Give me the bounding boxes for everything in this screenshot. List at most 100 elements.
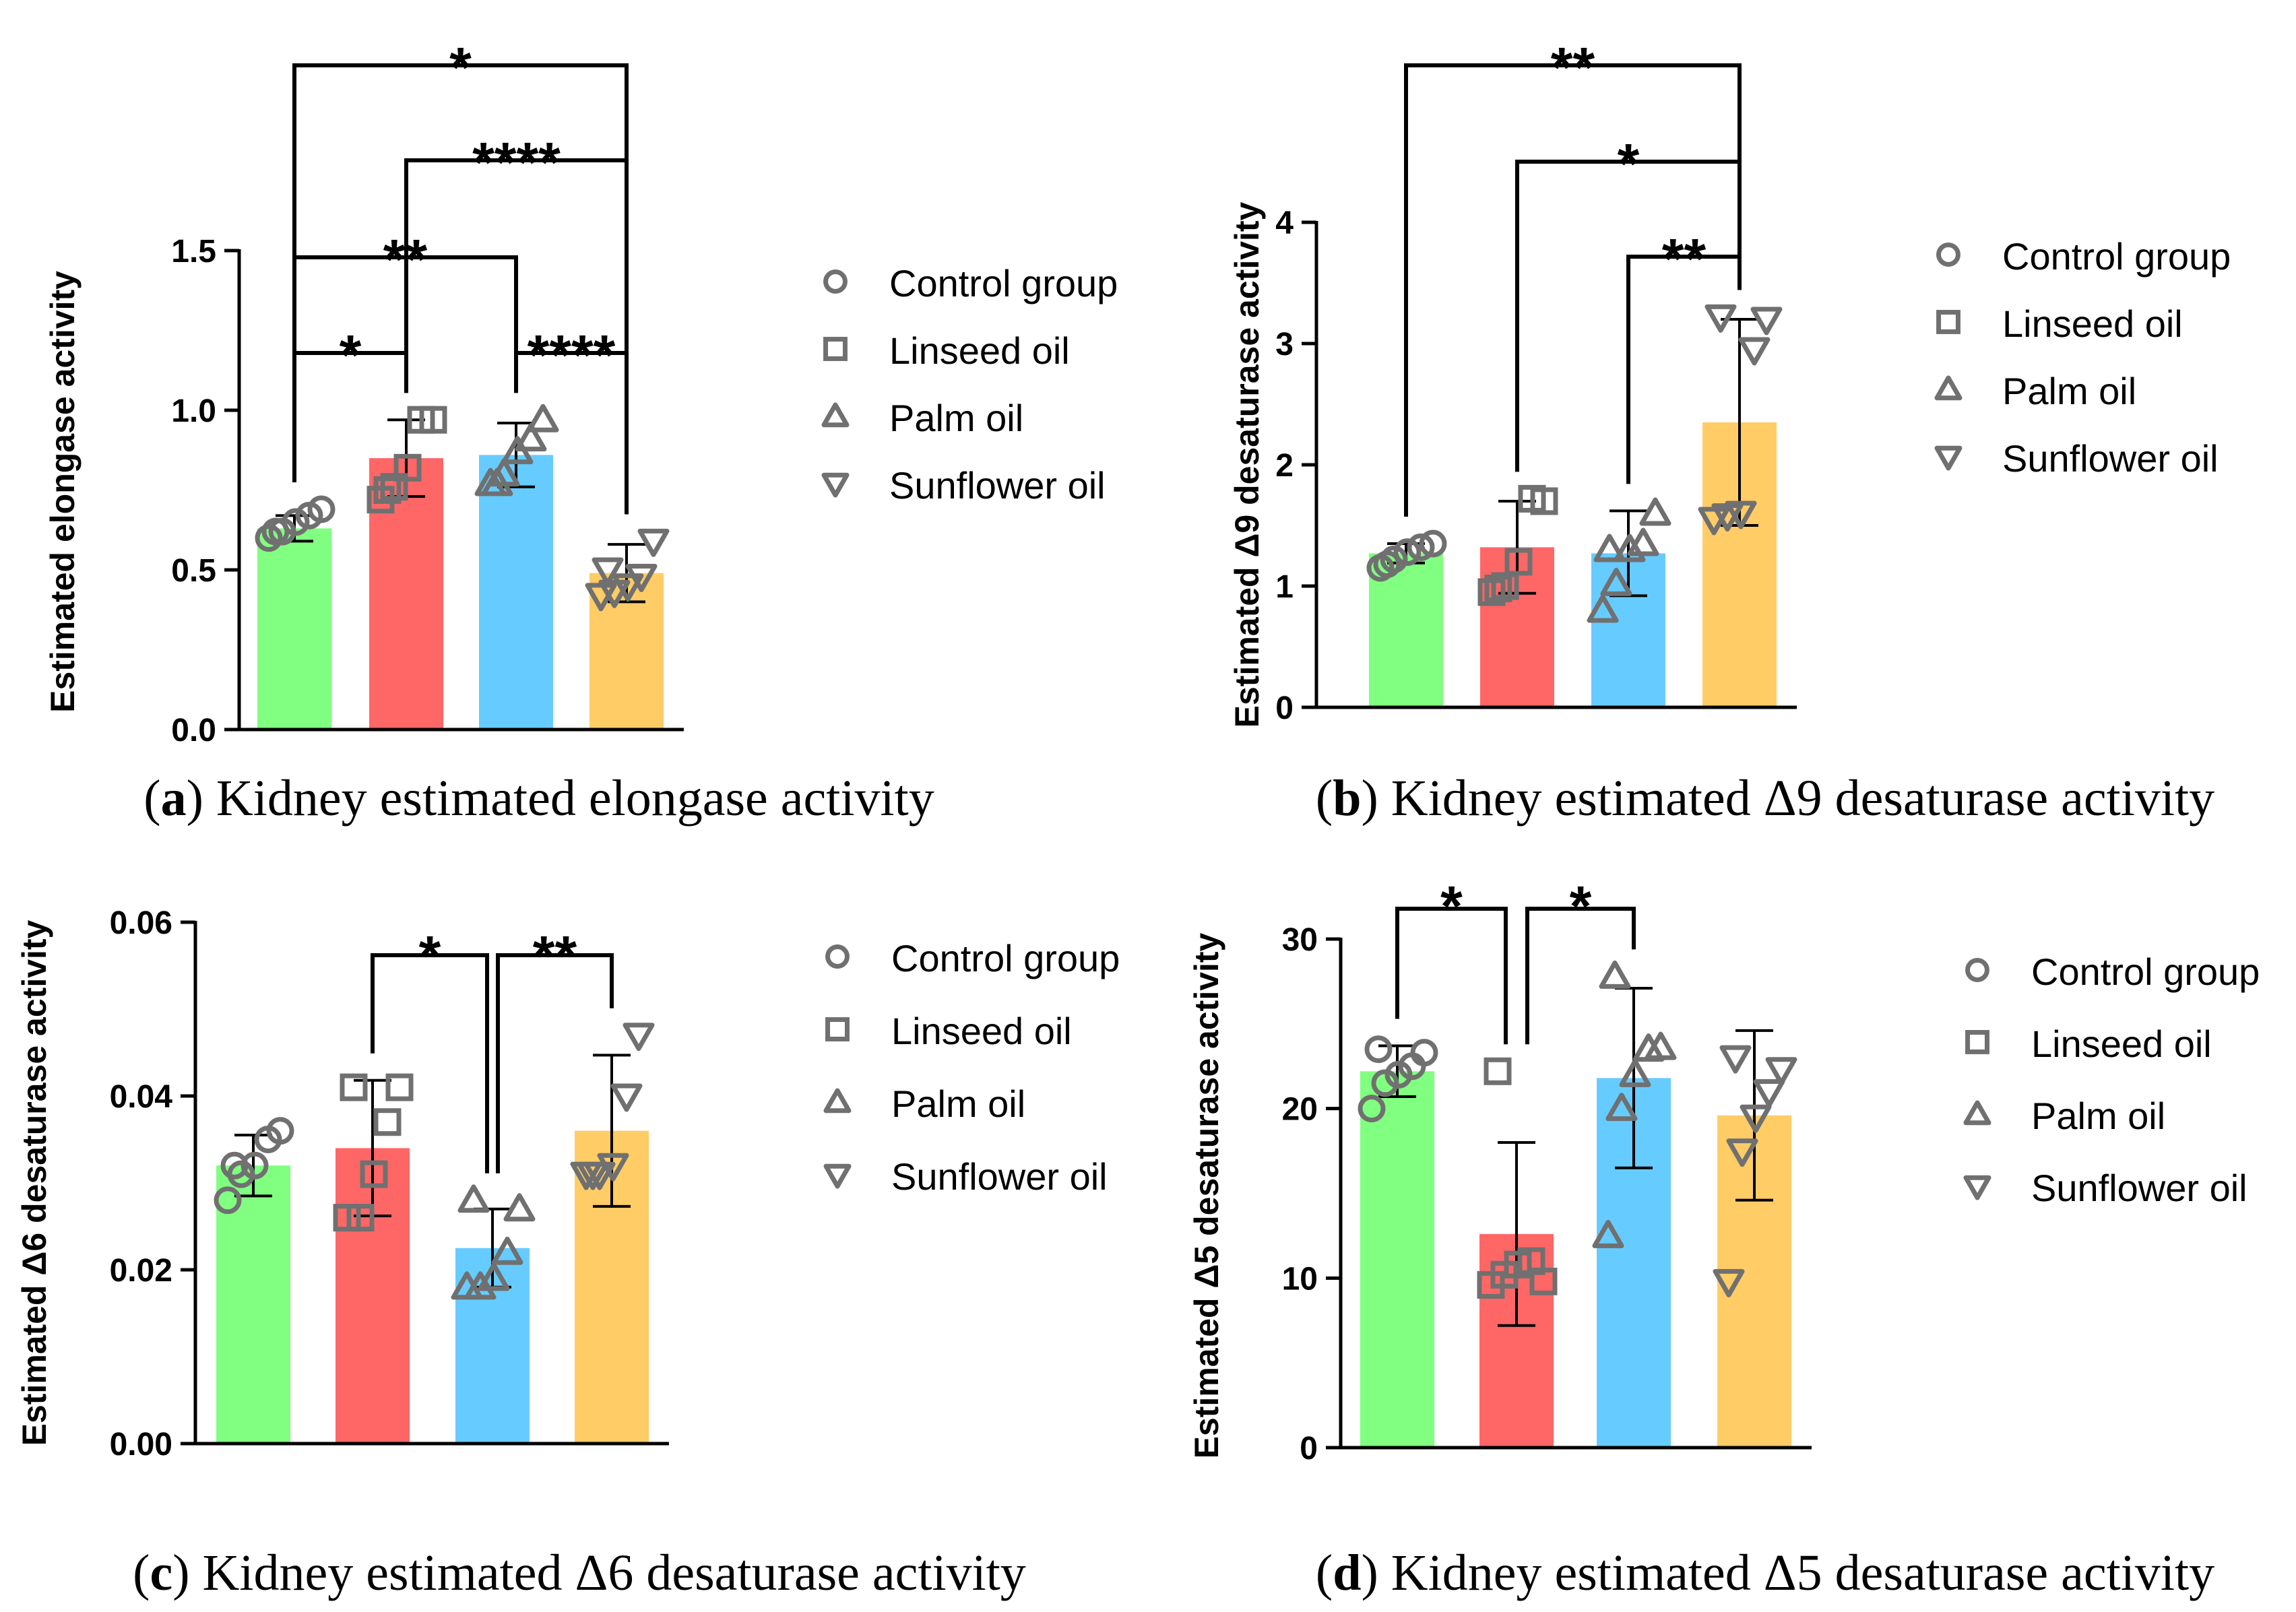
data-point [527,404,559,432]
data-point [1593,534,1626,562]
data-point [261,517,290,546]
y-axis-label: Estimated Δ9 desaturase activity [1228,201,1266,728]
data-point [625,563,658,592]
triangle-up-icon [821,402,850,428]
caption-text: ) Kidney estimated Δ5 desaturase activit… [1362,1545,2215,1601]
y-tick-label: 0 [1300,1431,1318,1466]
y-tick-label: 3 [1275,327,1294,362]
caption-paren: ( [1316,1545,1333,1601]
legend-entry: Sunflower oil [2002,437,2219,480]
data-point [1504,548,1533,576]
y-tick-label: 20 [1282,1092,1318,1128]
circle-icon [1936,243,1960,267]
data-point [255,524,283,552]
data-point [478,1262,510,1291]
legend-entry: Control group [2031,950,2260,993]
significance-label: **** [472,131,561,194]
data-point [1740,1104,1772,1133]
legend-entry: Linseed oil [2031,1023,2212,1065]
data-point [1719,1045,1752,1074]
data-point [1614,534,1646,562]
data-point [598,579,631,608]
triangle-up-icon [1934,375,1963,401]
y-tick-label: 1 [1275,569,1294,605]
data-point [373,476,402,504]
caption-letter: b [1333,770,1361,827]
data-point [1419,529,1447,558]
y-tick-label: 0.00 [110,1427,172,1462]
circle-icon [823,269,848,294]
data-point [241,1151,269,1180]
data-point [1627,527,1659,556]
bar-control-group [1369,553,1443,707]
significance-bracket [1404,63,1742,517]
data-point [1605,1093,1638,1122]
data-point [266,1117,294,1145]
data-point [1645,1031,1677,1060]
data-point [503,1193,536,1222]
y-axis-label: Estimated Δ5 desaturase activity [1188,932,1225,1458]
y-tick-label: 0.06 [110,905,172,941]
data-point [1726,1138,1758,1167]
data-point [1364,1035,1393,1064]
legend-entry: Sunflower oil [891,1155,1108,1198]
triangle-down-icon [821,472,850,498]
caption-text: ) Kidney estimated Δ6 desaturase activit… [172,1545,1026,1601]
significance-bracket [371,953,489,1173]
data-point [1407,533,1435,561]
significance-label: * [419,924,441,988]
data-point [612,573,644,602]
data-point [360,1160,388,1188]
triangle-down-icon [823,1163,852,1189]
data-point [1725,501,1757,529]
bar-control-group [216,1165,290,1444]
data-point [393,453,422,482]
data-point [419,406,447,434]
legend-entry: Sunflower oil [2031,1167,2247,1209]
significance-bracket [496,953,614,1173]
circle-icon [1965,958,1989,982]
data-point [1592,1219,1624,1248]
legend-entry: Linseed oil [2002,302,2183,345]
significance-label: * [1440,874,1463,938]
caption-text: ) Kidney estimated Δ9 desaturase activit… [1362,770,2215,827]
significance-label: * [1618,132,1640,195]
bar-control-group [1360,1071,1434,1448]
data-point [464,1271,497,1300]
data-point [1619,1058,1651,1087]
legend-entry: Linseed oil [889,329,1070,372]
data-point [515,423,547,452]
data-point [340,1073,368,1101]
caption-text: ) Kidney estimated elongase activity [187,770,934,827]
square-icon [1936,310,1960,334]
significance-label: **** [528,323,616,387]
data-point [1713,1268,1745,1297]
data-point [491,1236,523,1265]
legend-entry: Palm oil [2031,1095,2165,1137]
significance-bracket [1525,907,1636,1045]
caption-paren: ( [144,770,160,827]
triangle-up-icon [823,1088,852,1114]
caption-letter: c [150,1545,172,1601]
triangle-up-icon [1963,1100,1991,1126]
caption-letter: d [1333,1545,1361,1601]
data-point [623,1023,655,1052]
y-tick-label: 4 [1275,205,1294,241]
panel-caption: (d) Kidney estimated Δ5 desaturase activ… [1316,1545,2214,1601]
significance-label: * [449,36,472,99]
data-point [1410,1039,1438,1067]
data-point [592,557,624,586]
legend-entry: Control group [889,262,1118,304]
data-point [1738,337,1771,366]
significance-label: ** [533,924,577,988]
legend-entry: Palm oil [891,1083,1025,1125]
y-tick-label: 2 [1275,448,1294,484]
triangle-down-icon [1963,1175,1991,1200]
legend-entry: Control group [891,937,1120,979]
y-tick-label: 1.0 [171,393,216,429]
circle-icon [825,944,850,969]
data-point [385,1073,414,1101]
data-point [214,1186,242,1215]
